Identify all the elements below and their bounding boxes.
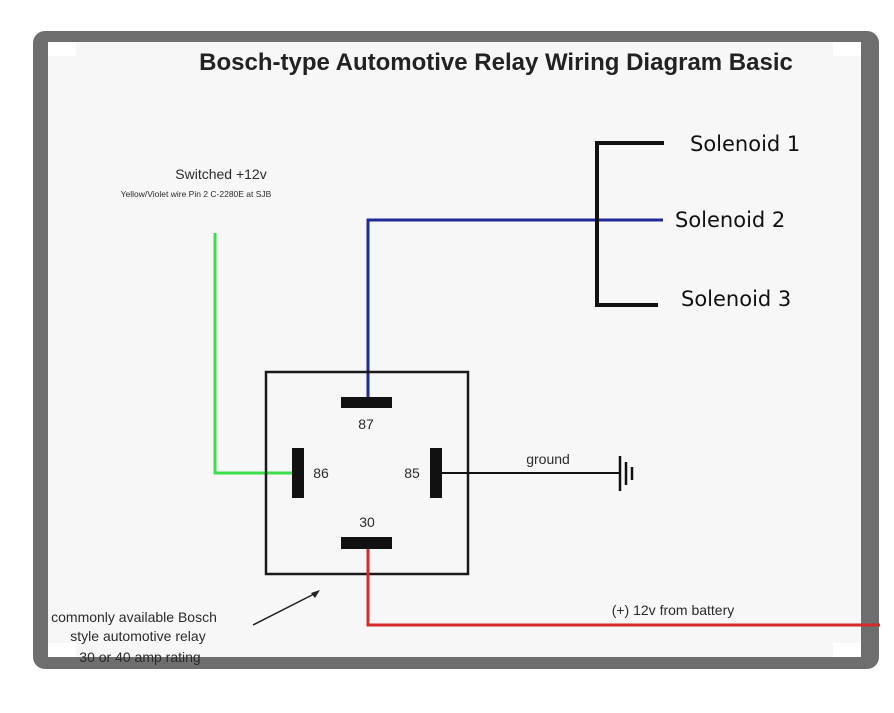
solenoid-3-label: Solenoid 3 xyxy=(681,287,791,311)
relay-caption-line-2: style automotive relay xyxy=(70,628,205,644)
diagram-canvas xyxy=(48,42,861,657)
pin-87-terminal xyxy=(341,397,392,408)
pin-85-terminal xyxy=(430,448,442,498)
switched-wire xyxy=(213,233,296,475)
frame-corner xyxy=(833,643,861,657)
battery-wire xyxy=(366,549,880,627)
relay-caption-line-1: commonly available Bosch xyxy=(51,609,217,625)
pin-30-terminal xyxy=(341,537,392,549)
switched-wire-note: Yellow/Violet wire Pin 2 C-2280E at SJB xyxy=(121,189,272,199)
ground-symbol-icon xyxy=(618,456,634,491)
relay-caption-line-3: 30 or 40 amp rating xyxy=(79,649,200,665)
pin-87-label: 87 xyxy=(358,416,374,432)
switched-12v-label: Switched +12v xyxy=(175,166,266,182)
ground-label: ground xyxy=(526,451,570,467)
pin-85-label: 85 xyxy=(404,465,420,481)
frame-corner xyxy=(48,42,76,56)
pin-86-terminal xyxy=(292,448,304,498)
caption-pointer-line xyxy=(252,592,317,626)
battery-label: (+) 12v from battery xyxy=(612,602,735,618)
diagram-title: Bosch-type Automotive Relay Wiring Diagr… xyxy=(199,49,793,76)
solenoid-1-label: Solenoid 1 xyxy=(690,132,800,156)
output-wire-87 xyxy=(366,218,663,400)
pin-30-label: 30 xyxy=(359,514,375,530)
frame-corner xyxy=(48,643,76,657)
frame-corner xyxy=(833,42,861,56)
solenoid-bus xyxy=(595,141,664,307)
pin-86-label: 86 xyxy=(313,465,329,481)
caption-arrow-icon xyxy=(311,590,320,598)
solenoid-2-label: Solenoid 2 xyxy=(675,208,785,232)
